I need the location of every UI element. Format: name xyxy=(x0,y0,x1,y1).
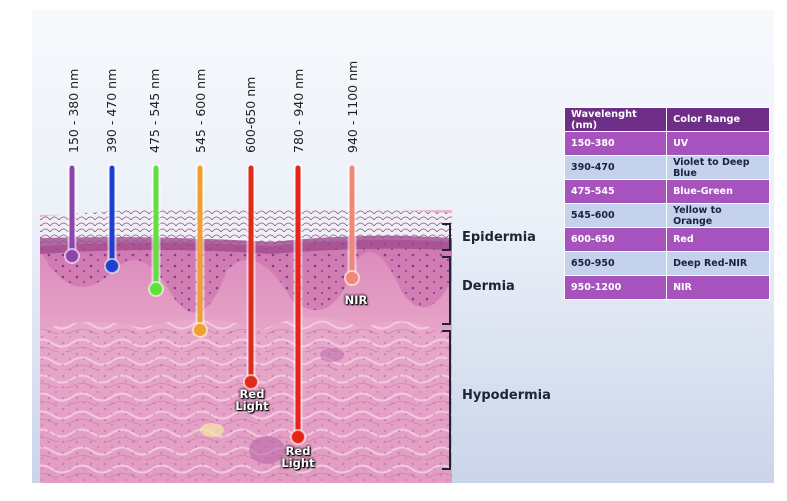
table-row: 650-950 Deep Red-NIR xyxy=(563,251,770,276)
table-row: 545-600 Yellow to Orange xyxy=(563,203,770,228)
layer-brackets xyxy=(442,223,451,470)
wavelength-label-deep-red: 780 - 940 nm xyxy=(291,68,306,153)
wavelength-cell: 600-650 xyxy=(563,227,668,252)
wavelength-color-table: Wavelenght (nm) Color Range 150-380 UV 3… xyxy=(563,107,770,300)
color-range-cell: Deep Red-NIR xyxy=(666,251,770,276)
table-row: 475-545 Blue-Green xyxy=(563,179,770,204)
wavelength-label-red: 600-650 nm xyxy=(243,76,258,153)
wavelength-label-uv: 150 - 380 nm xyxy=(66,68,81,153)
nir-label: NIR xyxy=(336,294,376,306)
color-range-cell: Blue-Green xyxy=(666,179,770,204)
skin-cross-section xyxy=(40,163,452,483)
wavelength-label-blue-green: 475 - 545 nm xyxy=(147,68,162,153)
wavelength-cell: 950-1200 xyxy=(563,275,668,300)
beam-endpoint-red xyxy=(243,374,259,390)
beam-endpoint-violet xyxy=(104,258,120,274)
hypodermia-bracket xyxy=(442,330,451,470)
wavelength-cell: 150-380 xyxy=(563,131,668,156)
beam-endpoint-blue-green xyxy=(148,281,164,297)
nir-label-text: NIR xyxy=(344,293,368,307)
wavelength-cell: 545-600 xyxy=(563,203,668,228)
beam-endpoint-deep-red xyxy=(290,429,306,445)
color-range-cell: NIR xyxy=(666,275,770,300)
color-range-cell: Yellow to Orange xyxy=(666,203,770,228)
color-range-cell: UV xyxy=(666,131,770,156)
wavelength-column-header: Wavelenght (nm) xyxy=(563,107,668,132)
dermia-bracket xyxy=(442,256,451,325)
red-light-label-2: Red Light xyxy=(278,445,318,469)
dermia-label: Dermia xyxy=(462,279,515,294)
beam-endpoint-nir xyxy=(344,270,360,286)
wavelength-label-yellow: 545 - 600 nm xyxy=(193,68,208,153)
hypodermia-label: Hypodermia xyxy=(462,388,551,403)
red-light-label-2-text: Red Light xyxy=(281,444,315,470)
table-header-row: Wavelenght (nm) Color Range xyxy=(563,107,770,132)
epidermia-bracket xyxy=(442,223,451,251)
red-light-label-1-text: Red Light xyxy=(235,387,269,413)
color-range-column-header: Color Range xyxy=(666,107,770,132)
light-beams xyxy=(64,163,360,445)
beam-endpoint-uv xyxy=(64,248,80,264)
table-row: 600-650 Red xyxy=(563,227,770,252)
wavelength-cell: 390-470 xyxy=(563,155,668,180)
table-row: 390-470 Violet to Deep Blue xyxy=(563,155,770,180)
table-row: 150-380 UV xyxy=(563,131,770,156)
color-range-cell: Violet to Deep Blue xyxy=(666,155,770,180)
wavelength-label-violet: 390 - 470 nm xyxy=(104,68,119,153)
epidermia-label: Epidermia xyxy=(462,230,536,245)
red-light-label-1: Red Light xyxy=(232,388,272,412)
beam-endpoint-yellow xyxy=(192,322,208,338)
wavelength-cell: 475-545 xyxy=(563,179,668,204)
wavelength-label-nir: 940 - 1100 nm xyxy=(345,60,360,153)
diagram-stage: 150 - 380 nm 390 - 470 nm 475 - 545 nm 5… xyxy=(32,10,774,483)
wavelength-cell: 650-950 xyxy=(563,251,668,276)
color-range-cell: Red xyxy=(666,227,770,252)
table-row: 950-1200 NIR xyxy=(563,275,770,300)
